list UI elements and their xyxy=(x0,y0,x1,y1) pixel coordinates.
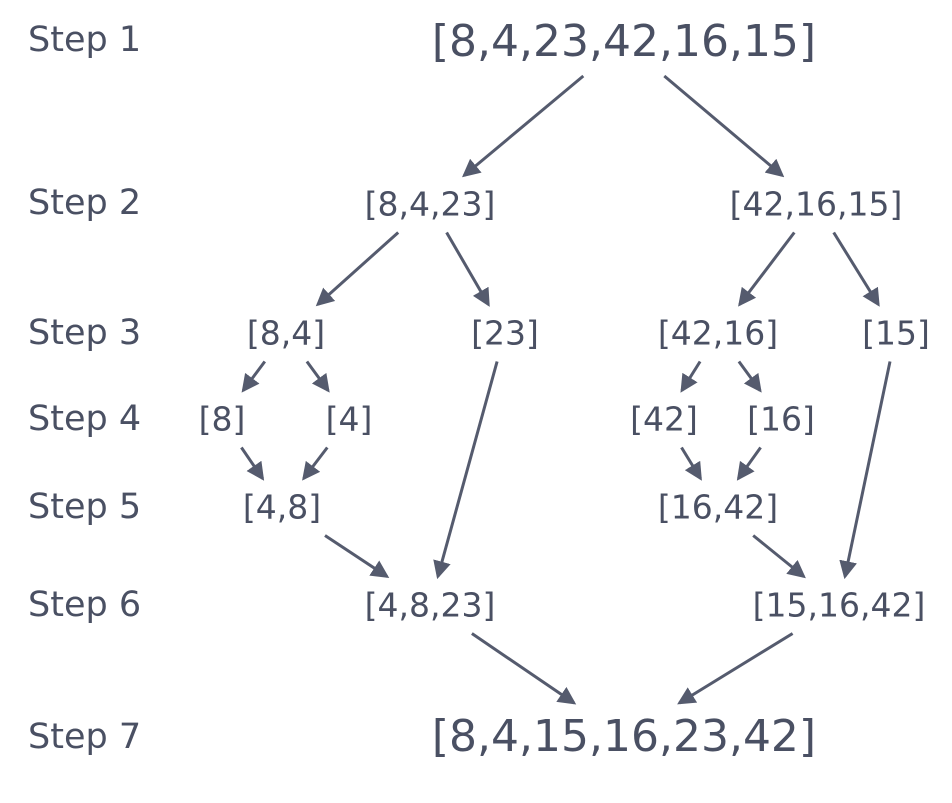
arrow-n4d-to-n5b xyxy=(736,446,762,481)
arrow-n6a-to-n7 xyxy=(471,632,577,705)
node-step4-b: [4] xyxy=(325,399,373,439)
node-step3-a: [8,4] xyxy=(246,313,326,353)
arrow-n2b-to-n3d xyxy=(832,231,880,307)
arrow-n3b-to-n6a xyxy=(433,361,499,580)
node-step3-c: [42,16] xyxy=(657,313,779,353)
node-step7-output: [8,4,15,16,23,42] xyxy=(431,711,817,762)
step-label-3: Step 3 xyxy=(28,313,142,353)
node-step2-left: [8,4,23] xyxy=(364,184,496,224)
node-step4-c: [42] xyxy=(630,399,698,439)
step-label-7: Step 7 xyxy=(28,717,142,757)
arrow-n2a-to-n3a xyxy=(315,231,400,307)
step-label-2: Step 2 xyxy=(28,183,142,223)
node-step4-d: [16] xyxy=(747,399,815,439)
arrow-n5b-to-n6b xyxy=(752,534,806,579)
arrow-n3c-to-n4c xyxy=(680,360,702,393)
arrow-n2a-to-n3b xyxy=(445,231,490,307)
node-step5-right: [16,42] xyxy=(657,487,779,527)
node-step3-b: [23] xyxy=(471,313,539,353)
arrow-n2b-to-n3c xyxy=(738,231,796,307)
step-label-5: Step 5 xyxy=(28,487,142,527)
arrow-n4b-to-n5a xyxy=(302,446,329,481)
node-step6-right: [15,16,42] xyxy=(752,585,926,625)
step-label-1: Step 1 xyxy=(28,20,142,60)
arrow-n3d-to-n6b xyxy=(839,361,892,580)
arrow-n4c-to-n5b xyxy=(680,446,702,481)
step-label-4: Step 4 xyxy=(28,399,142,439)
arrow-n3c-to-n4d xyxy=(737,360,762,393)
node-step4-a: [8] xyxy=(198,399,246,439)
node-step6-left: [4,8,23] xyxy=(364,585,496,625)
arrow-n5a-to-n6a xyxy=(324,534,390,578)
arrow-n3a-to-n4a xyxy=(241,360,267,393)
arrow-n1-to-n2b xyxy=(663,74,785,178)
arrow-n1-to-n2a xyxy=(462,74,585,178)
node-step2-right: [42,16,15] xyxy=(729,184,903,224)
arrow-n4a-to-n5a xyxy=(240,446,265,481)
node-step5-left: [4,8] xyxy=(242,487,322,527)
arrow-n6b-to-n7 xyxy=(677,632,794,705)
step-label-6: Step 6 xyxy=(28,585,142,625)
node-step1-input: [8,4,23,42,16,15] xyxy=(431,16,817,67)
arrow-n3a-to-n4b xyxy=(305,360,330,393)
node-step3-d: [15] xyxy=(862,313,930,353)
